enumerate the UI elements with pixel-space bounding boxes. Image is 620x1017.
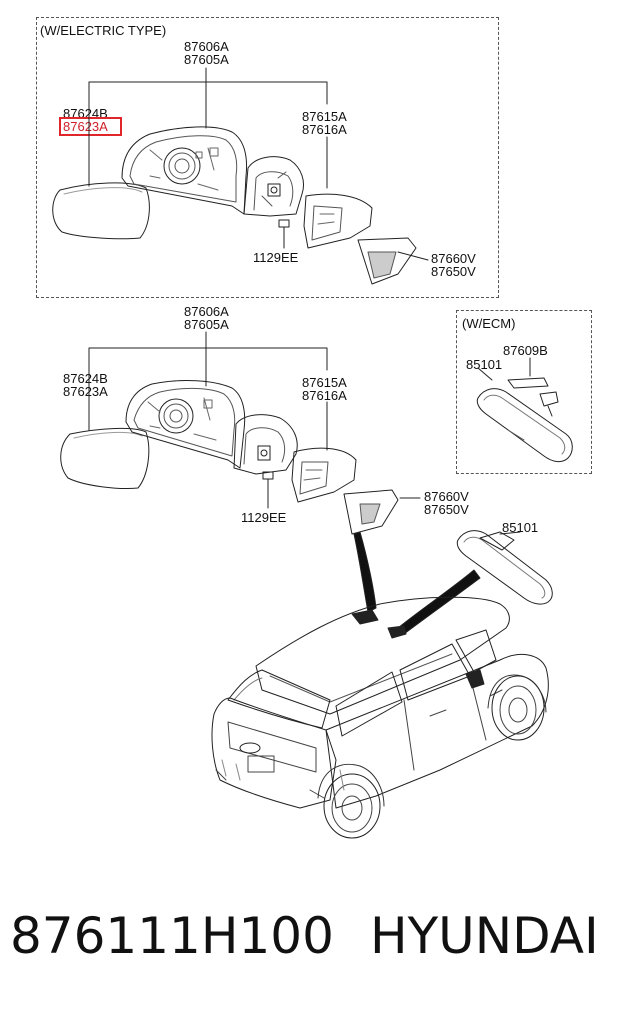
leader-lines-middle	[88, 331, 531, 509]
car-illustration	[211, 596, 549, 839]
pointer-arrow-door-mirror	[353, 531, 377, 613]
label-87606a-top[interactable]: 87606A	[184, 39, 229, 54]
cover-top	[357, 237, 417, 285]
mirror-housing-top	[121, 126, 248, 215]
label-87609b[interactable]: 87609B	[503, 343, 548, 358]
mirror-glass-top	[52, 182, 150, 240]
highlight-87623a	[59, 117, 122, 136]
section-title-ecm: (W/ECM)	[462, 316, 516, 331]
ecm-box	[456, 310, 592, 474]
label-87623a-mid[interactable]: 87623A	[63, 384, 108, 399]
brand-name: HYUNDAI	[370, 907, 599, 965]
bracket-middle	[291, 447, 357, 503]
rearview-mirror	[456, 530, 553, 605]
label-1129ee-mid[interactable]: 1129EE	[241, 510, 287, 525]
label-87616a-mid[interactable]: 87616A	[302, 388, 347, 403]
label-87606a-mid[interactable]: 87606A	[184, 304, 229, 319]
mirror-base-middle	[233, 414, 298, 475]
label-87605a-mid[interactable]: 87605A	[184, 317, 229, 332]
label-87660v-mid[interactable]: 87660V	[424, 489, 469, 504]
cover-middle	[343, 489, 399, 535]
bracket-top	[303, 193, 373, 249]
label-85101-rearview[interactable]: 85101	[502, 520, 539, 535]
label-87660v-top[interactable]: 87660V	[431, 251, 476, 266]
label-87650v-mid[interactable]: 87650V	[424, 502, 469, 517]
label-87615a-mid[interactable]: 87615A	[302, 375, 347, 390]
label-87623a-top[interactable]: 87623A	[63, 119, 108, 134]
ecm-mirror	[476, 377, 573, 463]
mirror-glass-middle	[60, 427, 150, 489]
label-87615a-top[interactable]: 87615A	[302, 109, 347, 124]
mirror-housing-middle	[125, 380, 246, 469]
section-title-electric: (W/ELECTRIC TYPE)	[40, 23, 167, 38]
leader-lines-top	[88, 67, 429, 261]
bolt-top	[278, 219, 290, 237]
bolt-middle	[262, 471, 274, 489]
mirror-base-top	[243, 156, 304, 217]
label-87624b-top[interactable]: 87624B	[63, 106, 108, 121]
pointer-arrow-rearview	[397, 569, 481, 635]
label-1129ee-top[interactable]: 1129EE	[253, 250, 299, 265]
label-87624b-mid[interactable]: 87624B	[63, 371, 108, 386]
label-85101-ecm[interactable]: 85101	[466, 357, 503, 372]
label-87605a-top[interactable]: 87605A	[184, 52, 229, 67]
part-number: 876111H100	[10, 907, 334, 965]
label-87650v-top[interactable]: 87650V	[431, 264, 476, 279]
label-87616a-top[interactable]: 87616A	[302, 122, 347, 137]
electric-type-box	[36, 17, 499, 298]
